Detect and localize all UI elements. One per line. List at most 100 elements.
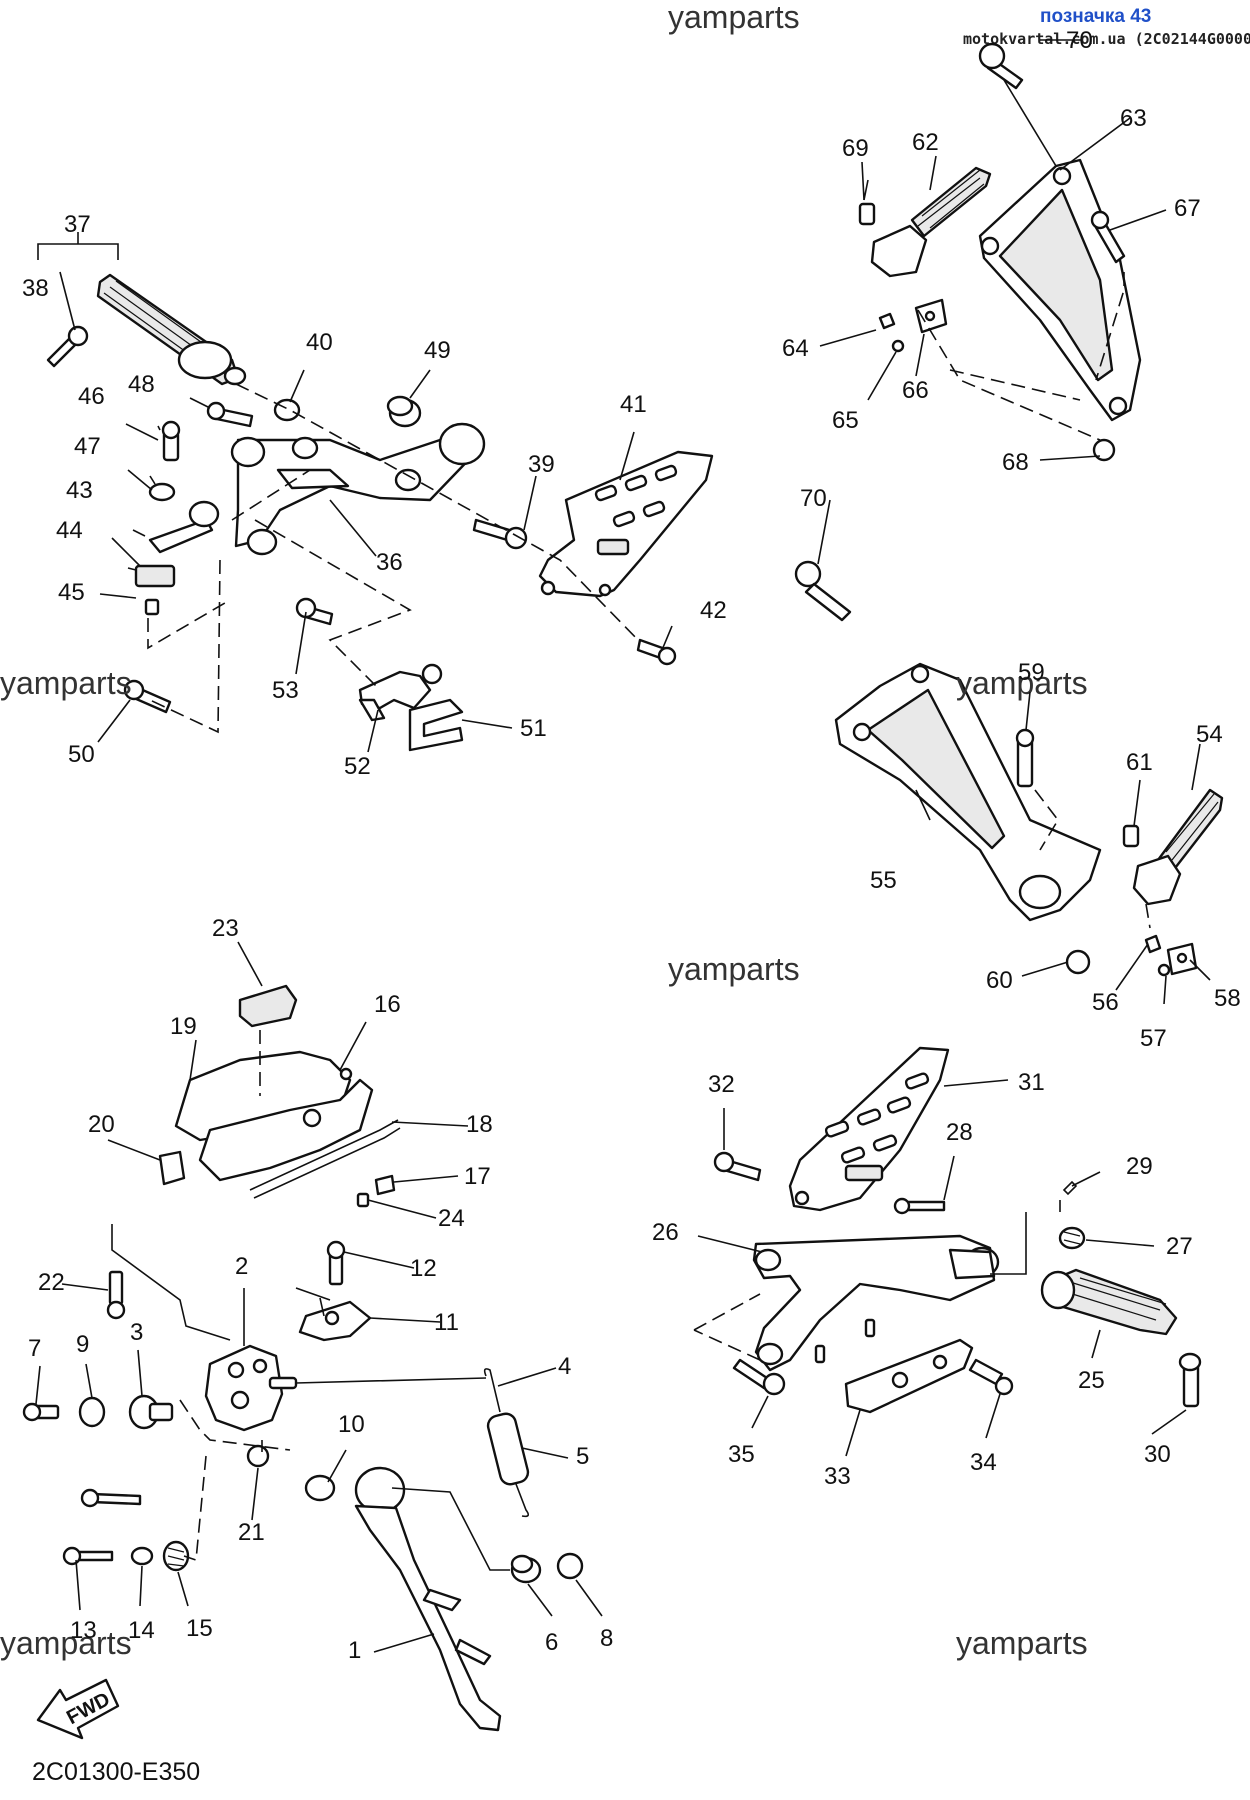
callout-43: 43 [66, 477, 93, 504]
collar-49 [386, 395, 422, 428]
callout-22: 22 [38, 1269, 65, 1296]
callout-29: 29 [1126, 1153, 1153, 1180]
bolt-50 [123, 679, 172, 714]
callout-26: 26 [652, 1219, 679, 1246]
pin-69 [858, 202, 876, 226]
callout-56: 56 [1092, 989, 1119, 1016]
sidestand-bracket-2 [204, 1344, 298, 1432]
collar-3 [128, 1394, 174, 1430]
callout-3: 3 [130, 1319, 143, 1346]
pin-14 [130, 1546, 154, 1566]
plate-33 [844, 1338, 974, 1414]
bolt-59 [1015, 728, 1035, 788]
callout-34: 34 [970, 1449, 997, 1476]
bolt-42 [636, 638, 677, 666]
callout-5: 5 [576, 1443, 589, 1470]
plate-58 [1166, 942, 1198, 976]
bracket-26 [752, 1234, 1000, 1372]
ball-57 [1157, 963, 1171, 977]
spring-64 [878, 312, 896, 330]
callout-15: 15 [186, 1615, 213, 1642]
callout-23: 23 [212, 915, 239, 942]
callout-65: 65 [832, 407, 859, 434]
callout-labels: 1 2 3 4 5 6 7 8 9 10 11 12 13 14 15 16 1… [22, 27, 1241, 1664]
callout-16: 16 [374, 991, 401, 1018]
callout-46: 46 [78, 383, 105, 410]
callout-31: 31 [1018, 1069, 1045, 1096]
switch-51 [408, 698, 464, 752]
washer-10 [304, 1474, 336, 1502]
callout-32: 32 [708, 1071, 735, 1098]
bolt-28 [893, 1197, 946, 1215]
plate-20 [158, 1150, 186, 1186]
part-label-link[interactable]: позначка 43 [1040, 6, 1151, 27]
watermark-bottom-left: yamparts [0, 1625, 132, 1661]
bolt-70-lower [794, 560, 852, 622]
callout-70-upper: 70 [1066, 27, 1093, 54]
bolt-67 [1090, 210, 1126, 264]
grommet-24 [356, 1192, 370, 1208]
callout-54: 54 [1196, 721, 1223, 748]
callout-44: 44 [56, 517, 83, 544]
callout-47: 47 [74, 433, 101, 460]
clip-29 [1062, 1180, 1078, 1196]
watermark-center: yamparts [668, 951, 800, 987]
callout-66: 66 [902, 377, 929, 404]
callout-40: 40 [306, 329, 333, 356]
bolts-13 [62, 1488, 142, 1566]
footrest-peg-25 [1040, 1268, 1178, 1336]
ball-65 [891, 339, 905, 353]
callout-60: 60 [986, 967, 1013, 994]
callout-9: 9 [76, 1331, 89, 1358]
spring-5 [483, 1368, 530, 1518]
passenger-footrest-upper-assembly [858, 42, 1142, 462]
callout-57: 57 [1140, 1025, 1167, 1052]
pin-61 [1122, 824, 1140, 848]
callout-42: 42 [700, 597, 727, 624]
bolt-12 [326, 1240, 346, 1286]
footrest-peg-37 [96, 273, 247, 386]
callout-12: 12 [410, 1255, 437, 1282]
callout-6: 6 [545, 1629, 558, 1656]
bolt-30 [1178, 1352, 1202, 1408]
spring-15 [162, 1540, 190, 1572]
nut-68 [1092, 438, 1116, 462]
clip-17 [374, 1174, 396, 1196]
washer-9 [78, 1396, 106, 1428]
callout-10: 10 [338, 1411, 365, 1438]
pin-45 [144, 598, 160, 616]
watermark-mid-left: yamparts [0, 665, 132, 701]
callout-20: 20 [88, 1111, 115, 1138]
nut-21 [246, 1444, 270, 1468]
callout-62: 62 [912, 129, 939, 156]
callout-37: 37 [64, 211, 91, 238]
sidestand-assembly [22, 1224, 584, 1732]
callout-63: 63 [1120, 105, 1147, 132]
callout-45: 45 [58, 579, 85, 606]
callout-19: 19 [170, 1013, 197, 1040]
nut-8 [556, 1552, 584, 1580]
left-footrest-assembly [693, 1046, 1202, 1414]
callout-8: 8 [600, 1625, 613, 1652]
callout-35: 35 [728, 1441, 755, 1468]
nut-60 [1065, 949, 1091, 975]
callout-41: 41 [620, 391, 647, 418]
bolt-38 [46, 325, 89, 368]
bolt-39 [472, 518, 528, 550]
callout-7: 7 [28, 1335, 41, 1362]
spring-27 [1058, 1226, 1086, 1250]
callout-38: 38 [22, 275, 49, 302]
bolt-7 [22, 1402, 60, 1422]
callout-58: 58 [1214, 985, 1241, 1012]
watermark-top: yamparts [668, 0, 800, 35]
rider-footrest-bracket-assembly [37, 232, 714, 752]
heel-guard-31 [788, 1046, 950, 1212]
callout-52: 52 [344, 753, 371, 780]
footrest-peg-62 [870, 166, 992, 278]
callout-24: 24 [438, 1205, 465, 1232]
callout-49: 49 [424, 337, 451, 364]
lead-18 [249, 1119, 401, 1199]
washer-40 [273, 398, 301, 422]
callout-25: 25 [1078, 1367, 1105, 1394]
bracket-63 [978, 158, 1142, 422]
